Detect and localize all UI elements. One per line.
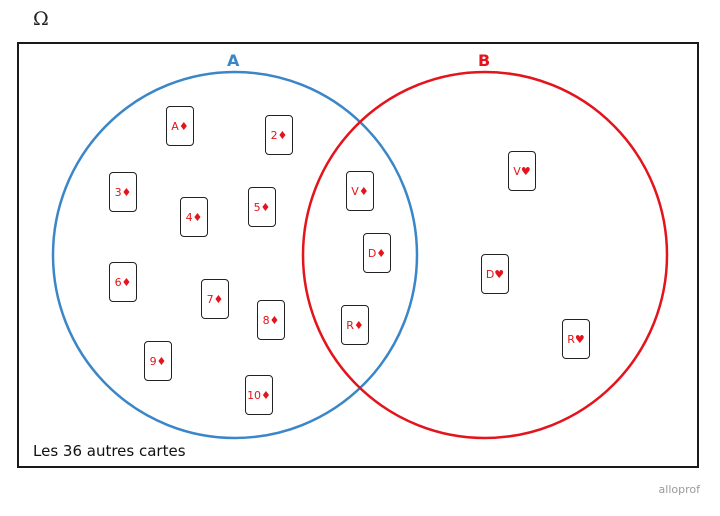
card-4-diamonds: 4♦ [180,197,208,237]
set-a-label: A [227,51,240,70]
card-6-diamonds: 6♦ [109,262,137,302]
others-label: Les 36 autres cartes [33,442,186,460]
card-ace-diamonds: A♦ [166,106,194,146]
card-5-diamonds: 5♦ [248,187,276,227]
card-10-diamonds: 10♦ [245,375,273,415]
card-2-diamonds: 2♦ [265,115,293,155]
universe-rectangle [17,42,699,468]
universe-symbol: Ω [33,8,49,30]
card-7-diamonds: 7♦ [201,279,229,319]
card-9-diamonds: 9♦ [144,341,172,381]
card-8-diamonds: 8♦ [257,300,285,340]
card-queen-hearts: D♥ [481,254,509,294]
card-king-hearts: R♥ [562,319,590,359]
card-3-diamonds: 3♦ [109,172,137,212]
set-b-circle [301,70,669,440]
brand-logo: alloprof [658,483,700,496]
set-a-circle [51,70,419,440]
card-jack-diamonds: V♦ [346,171,374,211]
card-jack-hearts: V♥ [508,151,536,191]
set-b-label: B [478,51,491,70]
card-queen-diamonds: D♦ [363,233,391,273]
card-king-diamonds: R♦ [341,305,369,345]
